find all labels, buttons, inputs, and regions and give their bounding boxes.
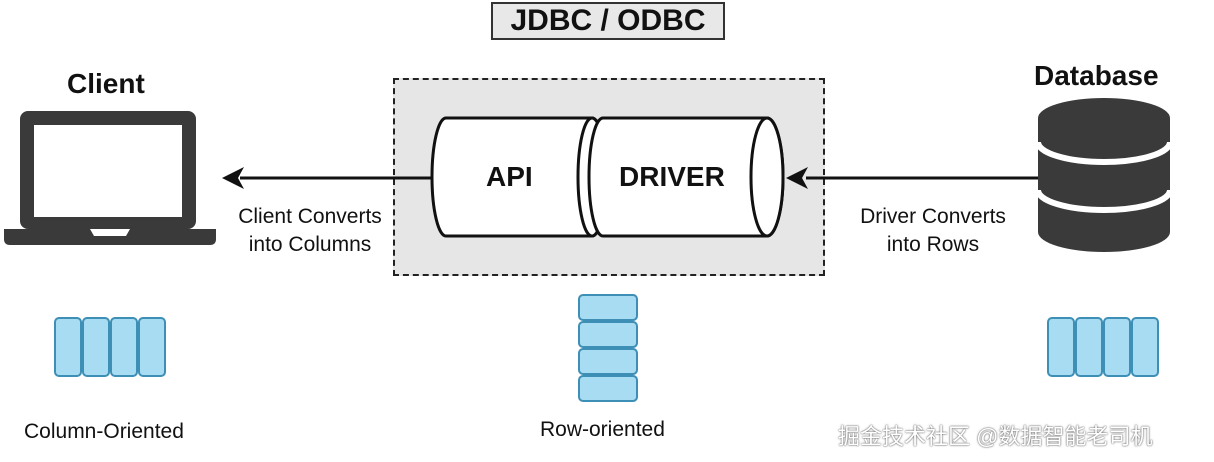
row-oriented-label: Row-oriented	[540, 418, 665, 441]
api-label: API	[486, 161, 533, 192]
database-heading: Database	[1034, 60, 1159, 91]
arrow-from-database	[786, 167, 1038, 189]
driver-label: DRIVER	[619, 161, 725, 192]
database-icon	[1036, 98, 1172, 252]
diagram-title: JDBC / ODBC	[491, 2, 725, 40]
column-oriented-blocks	[54, 317, 166, 377]
column-oriented-label: Column-Oriented	[24, 420, 184, 443]
row-oriented-blocks	[578, 294, 638, 402]
arrow-to-client	[222, 167, 433, 189]
database-caption-line1: Driver Converts	[860, 205, 1006, 228]
client-heading: Client	[67, 68, 145, 99]
client-caption-line1: Client Converts	[238, 205, 382, 228]
laptop-icon	[4, 111, 216, 245]
database-caption-line2: into Rows	[886, 233, 980, 256]
watermark-text: 掘金技术社区 @数据智能老司机	[838, 424, 1153, 449]
database-caption: Driver Converts into Rows	[842, 203, 1024, 259]
database-column-blocks	[1047, 317, 1159, 377]
client-caption-line2: into Columns	[248, 233, 372, 256]
driver-cylinder	[587, 116, 785, 238]
client-caption: Client Converts into Columns	[222, 203, 398, 259]
